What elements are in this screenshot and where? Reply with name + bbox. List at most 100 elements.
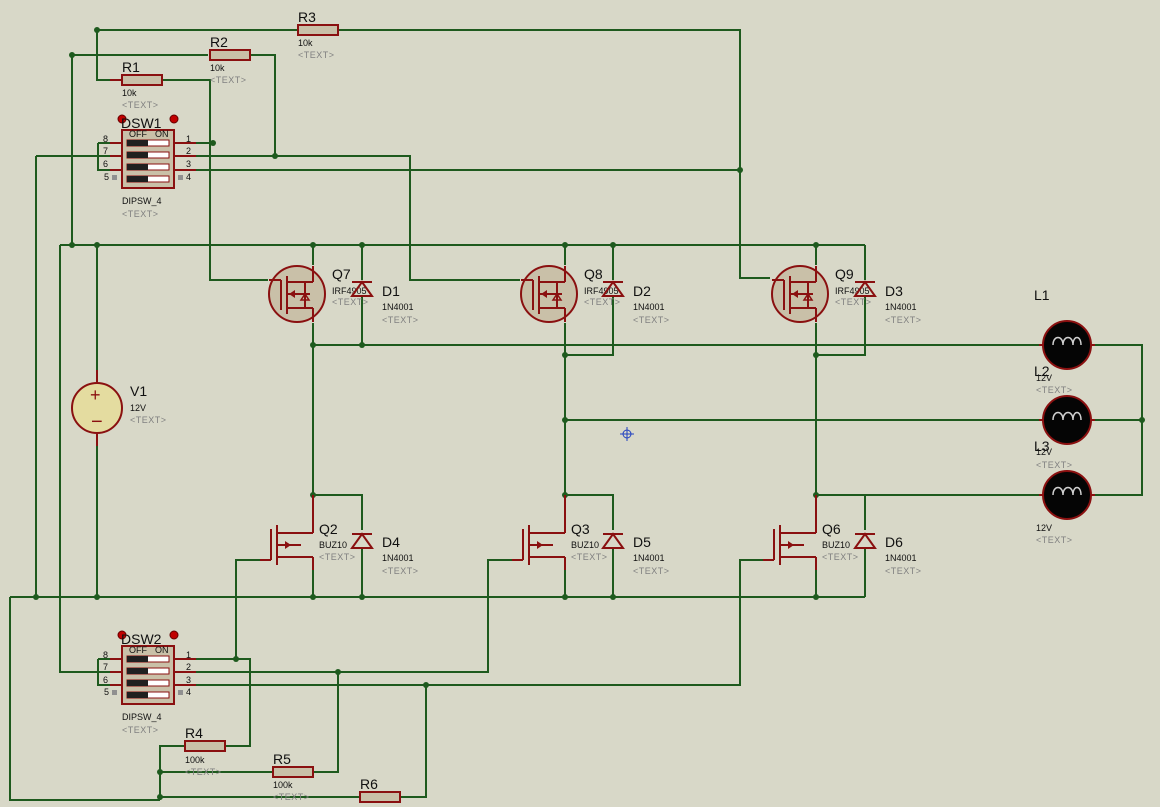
mosfet-text: <TEXT> bbox=[332, 297, 369, 307]
mosfet-text: <TEXT> bbox=[571, 552, 608, 562]
pin-label: 2 bbox=[186, 146, 191, 156]
diode-value: 1N4001 bbox=[633, 553, 665, 563]
resistor-r3[interactable]: R3 10k <TEXT> bbox=[297, 9, 339, 60]
resistor-r1[interactable]: R1 10k <TEXT> bbox=[110, 59, 163, 110]
resistor-ref: R1 bbox=[122, 59, 140, 75]
voltage-source-v1[interactable]: + − V1 12V <TEXT> bbox=[71, 370, 167, 446]
lamp-value: 12V bbox=[1036, 523, 1052, 533]
diode-ref: D4 bbox=[382, 534, 400, 550]
resistor-text: <TEXT> bbox=[185, 767, 222, 777]
diode-ref: D6 bbox=[885, 534, 903, 550]
lamp-l2[interactable] bbox=[1039, 395, 1095, 445]
mosfet-text: <TEXT> bbox=[319, 552, 356, 562]
diode-value: 1N4001 bbox=[885, 553, 917, 563]
resistor-ref: R2 bbox=[210, 34, 228, 50]
mosfet-text: <TEXT> bbox=[835, 297, 872, 307]
diode-text: <TEXT> bbox=[382, 315, 419, 325]
resistor-value: 10k bbox=[298, 38, 313, 48]
resistor-value: 100k bbox=[273, 780, 293, 790]
diode-ref: D5 bbox=[633, 534, 651, 550]
svg-text:−: − bbox=[91, 411, 103, 433]
mosfet-ref: Q6 bbox=[822, 521, 841, 537]
resistor-r5[interactable]: R5 100k <TEXT> bbox=[272, 751, 314, 802]
diode-value: 1N4001 bbox=[382, 302, 414, 312]
lamp-value: 12V bbox=[1036, 447, 1052, 457]
mosfet-text: <TEXT> bbox=[584, 297, 621, 307]
mosfet-value: IRF4905 bbox=[584, 286, 619, 296]
wires bbox=[9, 29, 1143, 801]
lamp-ref: L1 bbox=[1034, 287, 1050, 303]
mosfet-text: <TEXT> bbox=[822, 552, 859, 562]
mosfet-ref: Q2 bbox=[319, 521, 338, 537]
switch-off-label: OFF bbox=[129, 645, 147, 655]
diode-ref: D1 bbox=[382, 283, 400, 299]
mosfet-value: IRF4905 bbox=[332, 286, 367, 296]
switch-text: <TEXT> bbox=[122, 209, 159, 219]
crosshair-cursor-icon bbox=[620, 427, 634, 441]
diode-value: 1N4001 bbox=[382, 553, 414, 563]
lamp-ref: L2 bbox=[1034, 363, 1050, 379]
resistor-r4[interactable]: R4 100k <TEXT> bbox=[184, 725, 226, 777]
mosfet-q8[interactable] bbox=[520, 265, 578, 323]
switch-value: DIPSW_4 bbox=[122, 712, 162, 722]
switch-off-label: OFF bbox=[129, 129, 147, 139]
mosfet-q6[interactable] bbox=[763, 495, 817, 570]
diode-text: <TEXT> bbox=[885, 315, 922, 325]
pin-label: 5 bbox=[104, 172, 109, 182]
mosfet-value: BUZ10 bbox=[571, 540, 599, 550]
pin-label: 8 bbox=[103, 650, 108, 660]
lamp-l1[interactable] bbox=[1039, 320, 1095, 370]
mosfet-q2[interactable] bbox=[260, 495, 314, 570]
diode-text: <TEXT> bbox=[382, 566, 419, 576]
pin-label: 6 bbox=[103, 159, 108, 169]
diode-d5[interactable] bbox=[601, 532, 625, 549]
lamp-text: <TEXT> bbox=[1036, 460, 1073, 470]
resistor-ref: R4 bbox=[185, 725, 203, 741]
diode-value: 1N4001 bbox=[633, 302, 665, 312]
diode-d3[interactable] bbox=[853, 280, 877, 297]
mosfet-q9[interactable] bbox=[771, 265, 829, 323]
diode-d4[interactable] bbox=[350, 532, 374, 549]
lamp-l3[interactable] bbox=[1039, 470, 1095, 520]
source-ref: V1 bbox=[130, 383, 147, 399]
resistor-ref: R6 bbox=[360, 776, 378, 792]
resistor-text: <TEXT> bbox=[298, 50, 335, 60]
mosfet-value: BUZ10 bbox=[319, 540, 347, 550]
svg-text:+: + bbox=[90, 385, 101, 405]
junction-dots bbox=[33, 27, 1145, 800]
mosfet-ref: Q7 bbox=[332, 266, 351, 282]
mosfet-value: IRF4905 bbox=[835, 286, 870, 296]
mosfet-q7[interactable] bbox=[268, 265, 326, 323]
lamp-value: 12V bbox=[1036, 373, 1052, 383]
diode-d1[interactable] bbox=[350, 280, 374, 297]
resistor-value: 10k bbox=[122, 88, 137, 98]
dip-switch-dsw1[interactable]: DSW1 OFF ON 8 7 6 5 1 2 3 4 DIPSW_4 <TEX… bbox=[103, 114, 196, 219]
resistor-text: <TEXT> bbox=[122, 100, 159, 110]
pin-label: 1 bbox=[186, 134, 191, 144]
diode-value: 1N4001 bbox=[885, 302, 917, 312]
diode-text: <TEXT> bbox=[885, 566, 922, 576]
diode-text: <TEXT> bbox=[633, 566, 670, 576]
switch-ref: DSW2 bbox=[121, 631, 162, 647]
diode-text: <TEXT> bbox=[633, 315, 670, 325]
pin-label: 3 bbox=[186, 159, 191, 169]
pin-label: 8 bbox=[103, 134, 108, 144]
resistor-text: <TEXT> bbox=[273, 792, 310, 802]
dip-switch-dsw2[interactable]: DSW2 OFF ON 8 7 6 5 1 2 3 4 DIPSW_4 <TEX… bbox=[103, 630, 196, 735]
resistor-r6[interactable]: R6 bbox=[359, 776, 401, 803]
pin-label: 7 bbox=[103, 146, 108, 156]
lamp-text: <TEXT> bbox=[1036, 535, 1073, 545]
resistor-r2[interactable]: R2 10k <TEXT> bbox=[209, 34, 251, 85]
resistor-ref: R5 bbox=[273, 751, 291, 767]
switch-ref: DSW1 bbox=[121, 115, 162, 131]
pin-label: 5 bbox=[104, 687, 109, 697]
mosfet-value: BUZ10 bbox=[822, 540, 850, 550]
pin-label: 3 bbox=[186, 675, 191, 685]
diode-d2[interactable] bbox=[601, 280, 625, 297]
pin-label: 2 bbox=[186, 662, 191, 672]
resistor-ref: R3 bbox=[298, 9, 316, 25]
diode-d6[interactable] bbox=[853, 532, 877, 549]
mosfet-q3[interactable] bbox=[512, 495, 566, 570]
source-value: 12V bbox=[130, 403, 146, 413]
